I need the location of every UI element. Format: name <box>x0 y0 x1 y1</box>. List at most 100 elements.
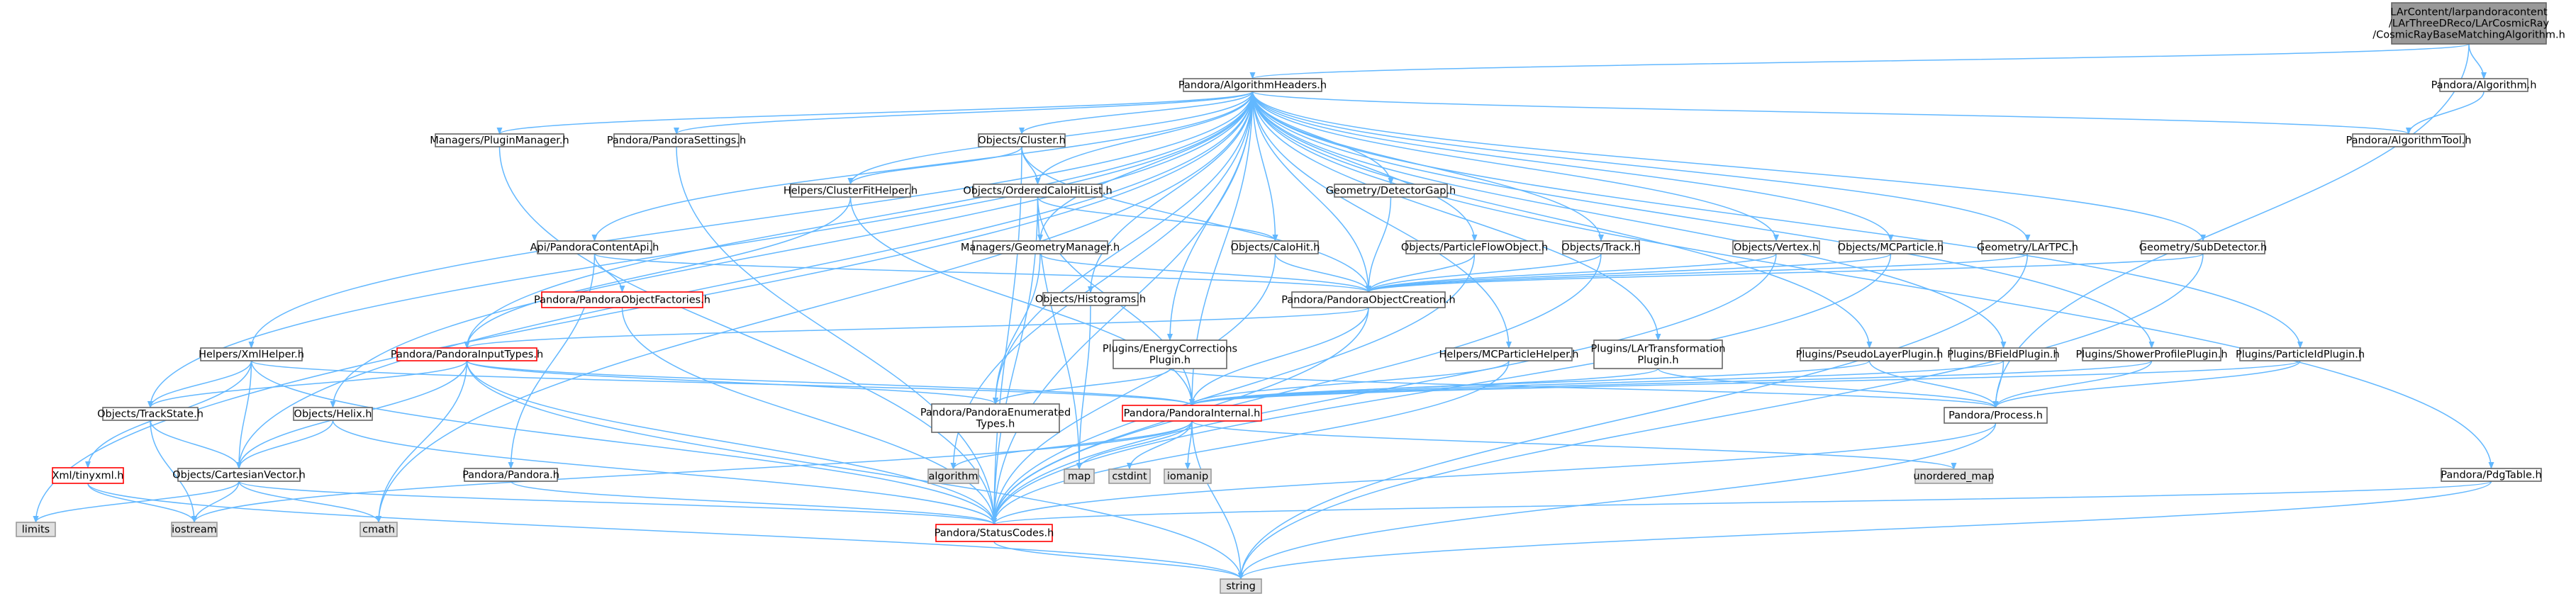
node-label-track-line-0: Objects/Track.h <box>1561 242 1640 254</box>
edge-tinyxml-to-string_std <box>87 483 1244 580</box>
edge-internal-to-string_std <box>1191 420 1244 580</box>
node-label-root-line-2: /CosmicRayBaseMatchingAlgorithm.h <box>2373 30 2565 41</box>
edge-algheaders-to-pdgtable <box>1251 91 2494 469</box>
node-helix[interactable]: Objects/Helix.h <box>293 407 373 421</box>
node-box-detectorgap <box>1334 184 1448 198</box>
node-process[interactable]: Pandora/Process.h <box>1944 407 2048 424</box>
edge-objcreation-to-internal <box>1189 307 1369 406</box>
edge-contentapi-to-objfactories <box>593 253 625 293</box>
edge-lartpc-to-objcreation <box>1366 253 2029 293</box>
node-calohit[interactable]: Objects/CaloHit.h <box>1231 240 1320 254</box>
node-detectorgap[interactable]: Geometry/DetectorGap.h <box>1326 184 1456 198</box>
node-box-bfield <box>1950 347 2057 361</box>
node-contentapi[interactable]: Api/PandoraContentApi.h <box>530 240 659 254</box>
node-label-orderedcalo-line-0: Objects/OrderedCaloHitList.h <box>963 186 1112 197</box>
node-algorithm_h[interactable]: Pandora/Algorithm.h <box>2431 78 2537 92</box>
node-box-limits_std <box>16 522 56 537</box>
node-label-internal-line-0: Pandora/PandoraInternal.h <box>1124 408 1261 420</box>
node-clusterfit[interactable]: Helpers/ClusterFitHelper.h <box>784 184 918 198</box>
node-inputtypes[interactable]: Pandora/PandoraInputTypes.h <box>391 347 543 361</box>
node-label-cluster-line-0: Objects/Cluster.h <box>978 135 1066 147</box>
node-vertex[interactable]: Objects/Vertex.h <box>1732 240 1820 254</box>
node-pandora_h[interactable]: Pandora/Pandora.h <box>462 468 559 482</box>
edge-algheaders-to-settings <box>674 91 1254 135</box>
edge-xmlhelper-to-trackstate <box>147 360 252 408</box>
node-root[interactable]: LArContent/larpandoracontent/LArThreeDRe… <box>2373 2 2565 45</box>
node-box-clusterfit <box>790 184 911 198</box>
node-label-lartransform-line-0: Plugins/LArTransformation <box>1591 344 1726 355</box>
node-pluginmanager[interactable]: Managers/PluginManager.h <box>430 133 569 147</box>
edge-algheaders-to-mcparticle <box>1251 91 1894 242</box>
node-box-tinyxml <box>52 467 124 484</box>
node-label-statuscodes-line-0: Pandora/StatusCodes.h <box>935 528 1054 539</box>
edge-algheaders-to-subdetector <box>1251 91 2206 242</box>
node-label-bfield-line-0: Plugins/BFieldPlugin.h <box>1947 349 2059 361</box>
node-box-objcreation <box>1291 291 1446 308</box>
node-subdetector[interactable]: Geometry/SubDetector.h <box>2139 240 2267 254</box>
node-internal[interactable]: Pandora/PandoraInternal.h <box>1122 405 1262 422</box>
node-label-detectorgap-line-0: Geometry/DetectorGap.h <box>1326 186 1456 197</box>
node-trackstate[interactable]: Objects/TrackState.h <box>97 407 203 421</box>
node-box-pdgtable <box>2441 468 2542 482</box>
edge-xmlhelper-to-statuscodes <box>250 360 997 525</box>
node-cartesian[interactable]: Objects/CartesianVector.h <box>172 468 306 482</box>
edge-xmlhelper-to-internal <box>250 360 1195 406</box>
node-xmlhelper[interactable]: Helpers/XmlHelper.h <box>199 347 304 361</box>
edge-process-to-statuscodes <box>991 422 1997 525</box>
node-label-pandora_h-line-0: Pandora/Pandora.h <box>462 470 559 481</box>
edge-cluster-to-statuscodes <box>991 146 1022 525</box>
node-cluster[interactable]: Objects/Cluster.h <box>978 133 1066 147</box>
edge-algheaders-to-pluginmanager <box>496 91 1254 135</box>
node-box-cstdint_std <box>1108 468 1151 484</box>
node-label-cmath_std-line-0: cmath <box>362 524 395 536</box>
node-pfo[interactable]: Objects/ParticleFlowObject.h <box>1401 240 1548 254</box>
node-settings[interactable]: Pandora/PandoraSettings.h <box>607 133 746 147</box>
node-algheaders[interactable]: Pandora/AlgorithmHeaders.h <box>1178 78 1327 92</box>
node-objcreation[interactable]: Pandora/PandoraObjectCreation.h <box>1281 291 1456 308</box>
node-mcparticlehelper[interactable]: Helpers/MCParticleHelper.h <box>1439 347 1579 361</box>
edge-algheaders-to-bfield <box>1251 91 2007 349</box>
node-label-root-line-1: /LArThreeDReco/LArCosmicRay <box>2389 18 2550 30</box>
node-mcparticle[interactable]: Objects/MCParticle.h <box>1838 240 1944 254</box>
node-orderedcalo[interactable]: Objects/OrderedCaloHitList.h <box>963 184 1113 198</box>
node-box-pluginmanager <box>435 133 564 147</box>
node-label-mcparticlehelper-line-0: Helpers/MCParticleHelper.h <box>1439 349 1579 361</box>
node-pdgtable[interactable]: Pandora/PdgTable.h <box>2441 468 2542 482</box>
edge-algheaders-to-pseudolayer <box>1251 91 1873 349</box>
node-box-map_std <box>1064 468 1095 484</box>
edge-algheaders-to-pfo <box>1251 91 1478 242</box>
node-particleid[interactable]: Plugins/ParticleIdPlugin.h <box>2236 347 2365 361</box>
edge-pseudolayer-to-internal <box>1189 360 1870 406</box>
node-box-pfo <box>1405 240 1544 254</box>
node-pseudolayer[interactable]: Plugins/PseudoLayerPlugin.h <box>1796 347 1944 361</box>
node-box-root <box>2391 2 2547 45</box>
node-bfield[interactable]: Plugins/BFieldPlugin.h <box>1947 347 2060 361</box>
node-box-lartpc <box>1981 240 2074 254</box>
node-algtool_h[interactable]: Pandora/AlgorithmTool.h <box>2346 133 2472 147</box>
edge-algheaders-to-inputtypes <box>464 91 1254 349</box>
edge-algheaders-to-lartpc <box>1251 91 2031 242</box>
edge-algheaders-to-showerprofile <box>1251 91 2155 349</box>
edge-showerprofile-to-internal <box>1189 360 2153 406</box>
node-track[interactable]: Objects/Track.h <box>1561 240 1641 254</box>
node-statuscodes[interactable]: Pandora/StatusCodes.h <box>935 524 1054 542</box>
node-box-settings <box>613 133 740 147</box>
node-box-contentapi <box>537 240 652 254</box>
node-label-mcparticle-line-0: Objects/MCParticle.h <box>1838 242 1944 254</box>
node-showerprofile[interactable]: Plugins/ShowerProfilePlugin.h <box>2075 347 2228 361</box>
node-tinyxml[interactable]: Xml/tinyxml.h <box>52 467 124 484</box>
node-lartpc[interactable]: Geometry/LArTPC.h <box>1977 240 2078 254</box>
node-geommanager[interactable]: Managers/GeometryManager.h <box>961 240 1120 254</box>
node-box-objfactories <box>541 291 703 308</box>
node-label-objfactories-line-0: Pandora/PandoraObjectFactories.h <box>534 295 710 306</box>
node-objfactories[interactable]: Pandora/PandoraObjectFactories.h <box>534 291 710 308</box>
edge-algheaders-to-mcparticlehelper <box>1251 91 1512 349</box>
node-label-algtool_h-line-0: Pandora/AlgorithmTool.h <box>2346 135 2472 147</box>
node-histograms[interactable]: Objects/Histograms.h <box>1035 292 1146 306</box>
node-label-clusterfit-line-0: Helpers/ClusterFitHelper.h <box>784 186 918 197</box>
node-label-algorithm_std-line-0: algorithm <box>929 471 978 483</box>
